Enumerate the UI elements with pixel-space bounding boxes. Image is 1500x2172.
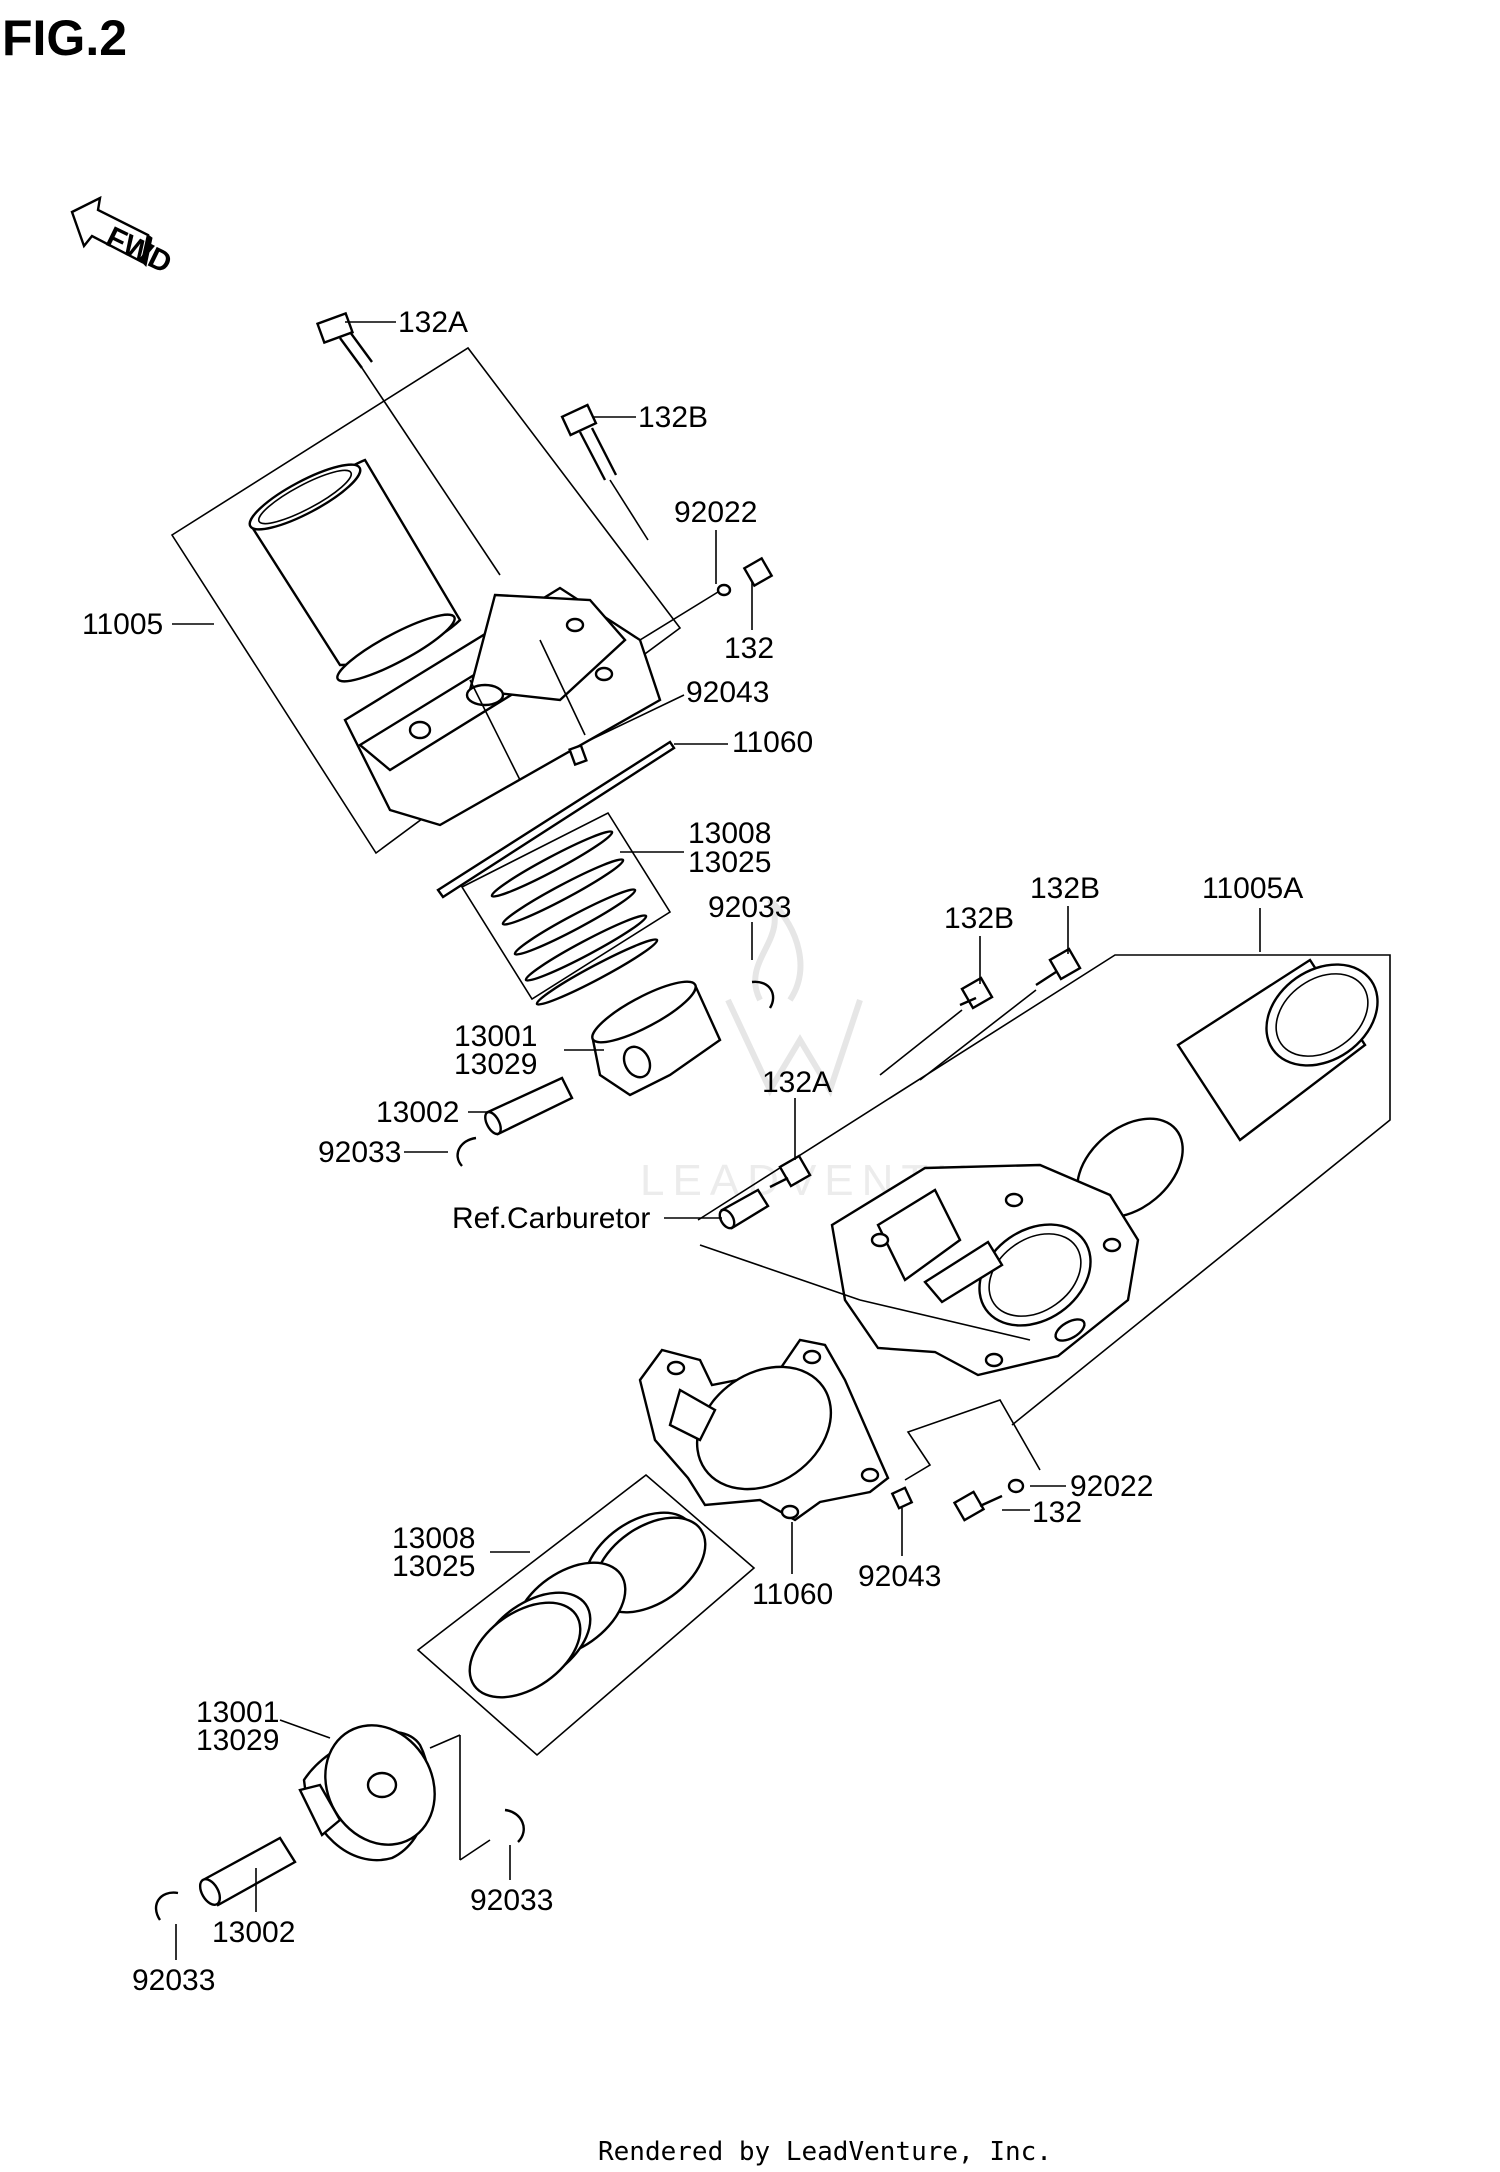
label-132-upper: 132: [724, 632, 774, 665]
lower-piston-rings: [468, 1511, 707, 1699]
lower-dowel: [890, 1486, 914, 1510]
bolt-132a-upper: [315, 311, 501, 576]
label-92043-lower: 92043: [858, 1560, 941, 1593]
label-11005: 11005: [82, 608, 163, 641]
lower-clip-left: [154, 1891, 179, 1921]
upper-cylinder-block: [343, 586, 662, 827]
label-92033-upper-left: 92033: [318, 1136, 401, 1169]
upper-rings-group-box: [460, 811, 672, 1001]
label-ref-carburetor: Ref.Carburetor: [452, 1202, 650, 1235]
label-132b-upper: 132B: [638, 401, 708, 434]
label-92022-lower: 92022: [1070, 1470, 1153, 1503]
label-13008-lower: 13008: [392, 1522, 475, 1555]
footer-credit: Rendered by LeadVenture, Inc.: [598, 2137, 1052, 2167]
upper-piston-rings: [490, 830, 659, 1006]
label-11060-lower: 11060: [752, 1578, 833, 1611]
right-cylinder-block: [830, 1163, 1140, 1377]
label-92033-lower-left: 92033: [132, 1964, 215, 1997]
bolt-132a-mid: [769, 1154, 812, 1189]
label-13029-upper: 13029: [454, 1048, 537, 1081]
upper-clip-left: [456, 1136, 477, 1167]
label-132-lower: 132: [1032, 1496, 1082, 1529]
bolt-132b-upper: [560, 403, 649, 541]
bolt-132-upper: [639, 556, 774, 641]
label-92033-upper-right: 92033: [708, 891, 791, 924]
label-13001-upper: 13001: [454, 1020, 537, 1053]
label-13008-upper: 13008: [688, 817, 771, 850]
washer-92022-lower: [1007, 1478, 1025, 1494]
label-13002-upper: 13002: [376, 1096, 459, 1129]
lower-cylinder-gasket: [638, 1338, 890, 1522]
label-13001-lower: 13001: [196, 1696, 279, 1729]
upper-piston-pin: [484, 1076, 574, 1136]
lower-piston-pin: [198, 1836, 297, 1907]
label-13002-lower: 13002: [212, 1916, 295, 1949]
label-13025-lower: 13025: [392, 1550, 475, 1583]
upper-cylinder-gasket: [436, 740, 676, 899]
label-92022-upper: 92022: [674, 496, 757, 529]
upper-cylinder-liner: [248, 458, 462, 683]
bolt-132-lower: [952, 1490, 1003, 1522]
label-132a-upper: 132A: [398, 306, 468, 339]
figure-title: FIG.2: [2, 10, 127, 66]
washer-92022-upper: [716, 583, 732, 597]
lower-piston: [298, 1724, 436, 1862]
leader-lines: [172, 321, 1261, 1960]
label-132a-mid: 132A: [762, 1066, 832, 1099]
fwd-arrow-icon: FWD: [70, 195, 177, 280]
lower-bracket-lines: [904, 1399, 1041, 1481]
bolt-132b-right-1: [879, 976, 994, 1076]
lower-clip-right: [504, 1808, 525, 1843]
label-13025-upper: 13025: [688, 846, 771, 879]
upper-clip-right: [751, 980, 775, 1009]
label-11005a: 11005A: [1202, 872, 1303, 905]
label-92033-lower-right: 92033: [470, 1884, 553, 1917]
label-11060-upper: 11060: [732, 726, 813, 759]
upper-cylinder-group-box: [170, 346, 682, 855]
upper-piston: [591, 980, 722, 1097]
label-13029-lower: 13029: [196, 1724, 279, 1757]
right-cylinder-group-box: [697, 954, 1391, 1426]
label-132b-right-1: 132B: [944, 902, 1014, 935]
bolt-132b-right-2: [919, 947, 1082, 1081]
right-cylinder-liner: [1176, 958, 1379, 1142]
label-92043-upper: 92043: [686, 676, 769, 709]
lower-rings-group-box: [416, 1473, 756, 1757]
label-132b-right-2: 132B: [1030, 872, 1100, 905]
carburetor-ref-part: [699, 1188, 1031, 1341]
